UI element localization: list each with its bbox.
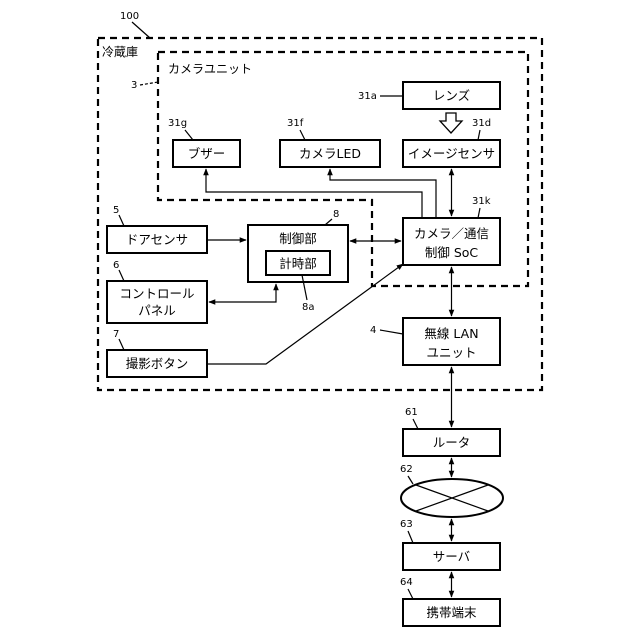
ref-network: 62 xyxy=(400,464,413,475)
leader-image-sensor xyxy=(478,130,480,140)
ref-buzzer: 31g xyxy=(168,118,187,129)
shutter-button-label: 撮影ボタン xyxy=(126,356,189,371)
optical-arrow-icon xyxy=(440,113,462,133)
wlan-label-line1: 無線 LAN xyxy=(424,326,478,341)
leader-shutter-button xyxy=(119,339,124,350)
ref-door-sensor: 5 xyxy=(113,205,119,216)
leader-wlan-unit xyxy=(380,330,403,334)
leader-network xyxy=(408,476,413,484)
server-label: サーバ xyxy=(433,549,470,564)
ref-mobile-terminal: 64 xyxy=(400,577,413,588)
ref-server: 63 xyxy=(400,519,413,530)
ref-timer: 8a xyxy=(302,302,315,313)
leader-control-panel xyxy=(119,270,124,281)
ref-controller: 8 xyxy=(333,209,339,220)
timer-label: 計時部 xyxy=(279,256,317,271)
image-sensor-label: イメージセンサ xyxy=(408,146,495,161)
soc-label-line2: 制御 SoC xyxy=(425,245,479,260)
controller-label: 制御部 xyxy=(279,231,317,246)
ref-router: 61 xyxy=(405,407,418,418)
leader-server xyxy=(408,531,413,543)
leader-soc xyxy=(478,208,480,218)
soc-label-line1: カメラ／通信 xyxy=(414,226,489,241)
door-sensor-label: ドアセンサ xyxy=(126,232,188,247)
leader-camera-unit xyxy=(140,82,158,85)
mobile-terminal-label: 携帯端末 xyxy=(426,605,477,620)
ref-image-sensor: 31d xyxy=(472,118,491,129)
leader-camera-led xyxy=(300,130,305,140)
link-soc-buzzer xyxy=(206,169,422,218)
buzzer-label: ブザー xyxy=(188,146,226,161)
fridge-label: 冷蔵庫 xyxy=(102,45,138,59)
ref-camera-unit: 3 xyxy=(131,80,137,91)
ref-camera-led: 31f xyxy=(287,118,304,129)
ref-soc: 31k xyxy=(472,196,491,207)
control-panel-label-line1: コントロール xyxy=(119,286,194,301)
ref-lens: 31a xyxy=(358,91,377,102)
ref-fridge: 100 xyxy=(120,11,139,22)
router-label: ルータ xyxy=(433,435,471,450)
camera-unit-label: カメラユニット xyxy=(168,62,252,76)
leader-door-sensor xyxy=(119,215,124,226)
leader-router xyxy=(413,419,418,429)
lens-label: レンズ xyxy=(433,88,470,103)
wlan-label-line2: ユニット xyxy=(426,345,476,360)
link-controller-panel xyxy=(209,284,276,302)
leader-mobile-terminal xyxy=(408,589,413,599)
link-soc-led xyxy=(330,169,436,218)
control-panel-label-line2: パネル xyxy=(138,303,176,318)
camera-led-label: カメラLED xyxy=(299,146,361,161)
leader-buzzer xyxy=(185,130,193,140)
ref-shutter-button: 7 xyxy=(113,329,119,340)
ref-control-panel: 6 xyxy=(113,260,119,271)
ref-wlan-unit: 4 xyxy=(370,325,376,336)
leader-fridge xyxy=(132,22,150,38)
